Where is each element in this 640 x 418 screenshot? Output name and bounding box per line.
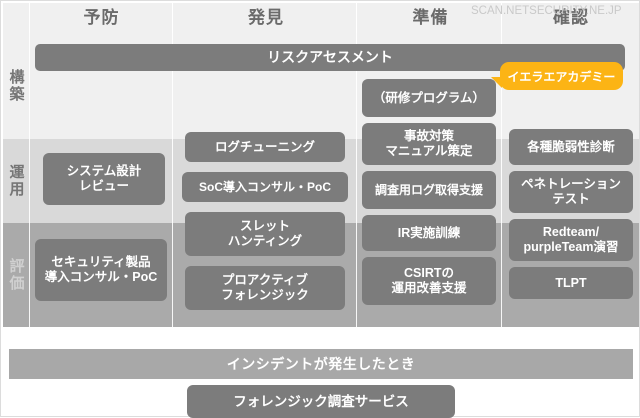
stage-label-evaluate: 評価: [3, 223, 29, 327]
pill-forensic-service[interactable]: フォレンジック調査サービス: [187, 385, 455, 418]
column-separator-1: [29, 33, 30, 327]
pill-csirt-improvement[interactable]: CSIRTの 運用改善支援: [362, 257, 496, 305]
pill-ir-drill[interactable]: IR実施訓練: [362, 215, 496, 251]
pill-tlpt[interactable]: TLPT: [509, 267, 633, 299]
pill-soc-consulting-poc[interactable]: SoC導入コンサル・PoC: [182, 172, 348, 202]
pill-penetration-test[interactable]: ペネトレーション テスト: [509, 171, 633, 213]
pill-system-design-review[interactable]: システム設計 レビュー: [43, 153, 165, 205]
header-separator-4: [501, 3, 502, 33]
callout-tail: [491, 77, 502, 88]
column-separator-3: [356, 33, 357, 327]
pill-log-tuning[interactable]: ログチューニング: [185, 132, 345, 162]
header-separator-1: [29, 3, 30, 33]
incident-occurred-bar: インシデントが発生したとき: [9, 349, 633, 379]
yeraae-academy-callout[interactable]: イエラエアカデミー: [491, 62, 623, 90]
header-row: 予防 発見 準備 確認: [3, 3, 639, 33]
callout-label: イエラエアカデミー: [507, 69, 616, 84]
column-separator-4: [501, 33, 502, 327]
column-header-prevention: 予防: [83, 8, 120, 27]
pill-threat-hunting[interactable]: スレット ハンティング: [185, 212, 345, 256]
pill-redteam-purpleteam[interactable]: Redteam/ purpleTeam演習: [509, 219, 633, 261]
column-separator-2: [172, 33, 173, 327]
pill-vulnerability-assessment[interactable]: 各種脆弱性診断: [509, 129, 633, 165]
risk-assessment-bar[interactable]: リスクアセスメント: [35, 44, 625, 71]
pill-incident-manual[interactable]: 事故対策 マニュアル策定: [362, 123, 496, 165]
column-header-detection: 発見: [248, 8, 284, 27]
column-header-preparation: 準備: [412, 8, 449, 27]
stage-label-build: 構築: [3, 33, 29, 139]
header-separator-3: [356, 3, 357, 33]
stage-label-operate: 運用: [3, 139, 29, 223]
pill-investigation-log-support[interactable]: 調査用ログ取得支援: [362, 171, 496, 209]
column-header-verification: 確認: [553, 8, 589, 27]
header-separator-2: [172, 3, 173, 33]
pill-security-product-poc[interactable]: セキュリティ製品 導入コンサル・PoC: [35, 239, 167, 301]
watermark-text: SCAN.NETSECURITY.NE.JP: [471, 5, 622, 17]
pill-proactive-forensics[interactable]: プロアクティブ フォレンジック: [185, 266, 345, 310]
pill-training-program[interactable]: （研修プログラム）: [362, 79, 496, 117]
